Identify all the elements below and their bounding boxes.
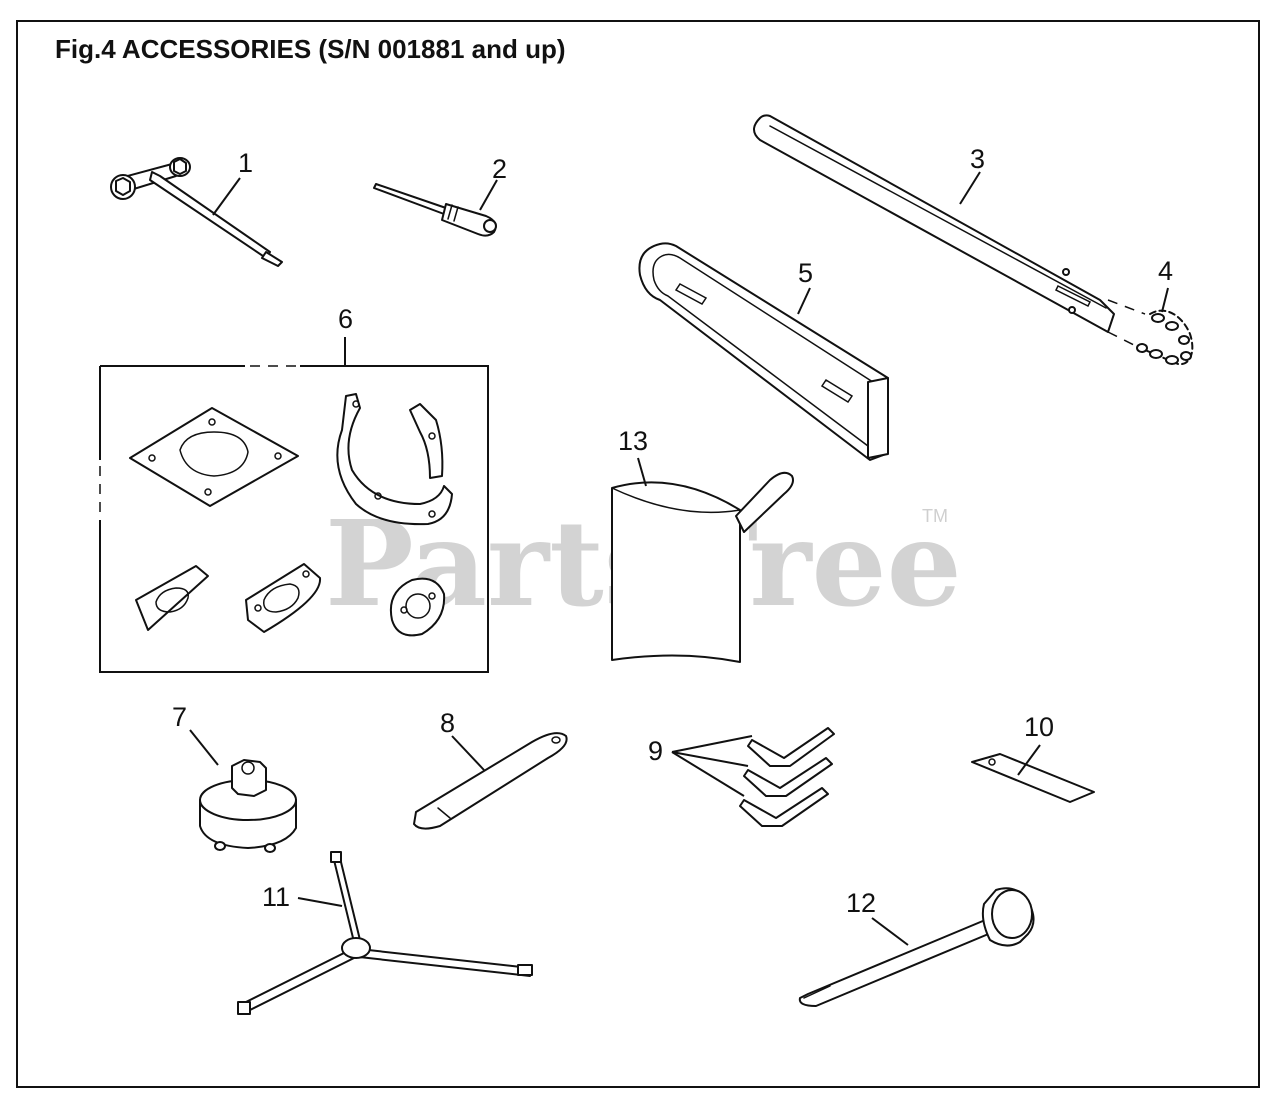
- part-6-gasket-set: [99, 337, 489, 673]
- callout-7: 7: [172, 702, 187, 732]
- callout-10: 10: [1024, 712, 1054, 742]
- callout-6: 6: [338, 304, 353, 334]
- part-13-file-pouch: [611, 457, 794, 663]
- part-5-bar-cover: [638, 242, 889, 461]
- callout-4: 4: [1158, 256, 1173, 286]
- callout-9: 9: [648, 736, 663, 766]
- callout-2: 2: [492, 154, 507, 184]
- diagram-frame: [16, 20, 1260, 1088]
- callout-3: 3: [970, 144, 985, 174]
- figure-title: Fig.4 ACCESSORIES (S/N 001881 and up): [55, 34, 566, 64]
- part-8-lever-tool: [413, 732, 568, 830]
- callout-8: 8: [440, 708, 455, 738]
- part-2-screwdriver: [373, 179, 498, 237]
- trademark: TM: [922, 506, 948, 526]
- part-1-combination-wrench: [110, 157, 283, 267]
- part-11-tri-arm-wrench: [237, 851, 533, 1015]
- part-3-guide-bar: [753, 114, 1115, 333]
- callout-13: 13: [618, 426, 648, 456]
- callout-1: 1: [238, 148, 253, 178]
- part-9-file-guides: [671, 727, 835, 827]
- part-12-piston-stop-tool: [798, 887, 1035, 1007]
- part-10-depth-gauge: [971, 744, 1095, 803]
- callout-12: 12: [846, 888, 876, 918]
- callout-labels: 1 2 3 4 5 6 7 8 9 10 11 12 13: [172, 144, 1173, 918]
- part-7-clutch-tool: [189, 729, 297, 853]
- callout-5: 5: [798, 258, 813, 288]
- callout-11: 11: [262, 882, 290, 912]
- part-4-saw-chain: [1107, 287, 1194, 366]
